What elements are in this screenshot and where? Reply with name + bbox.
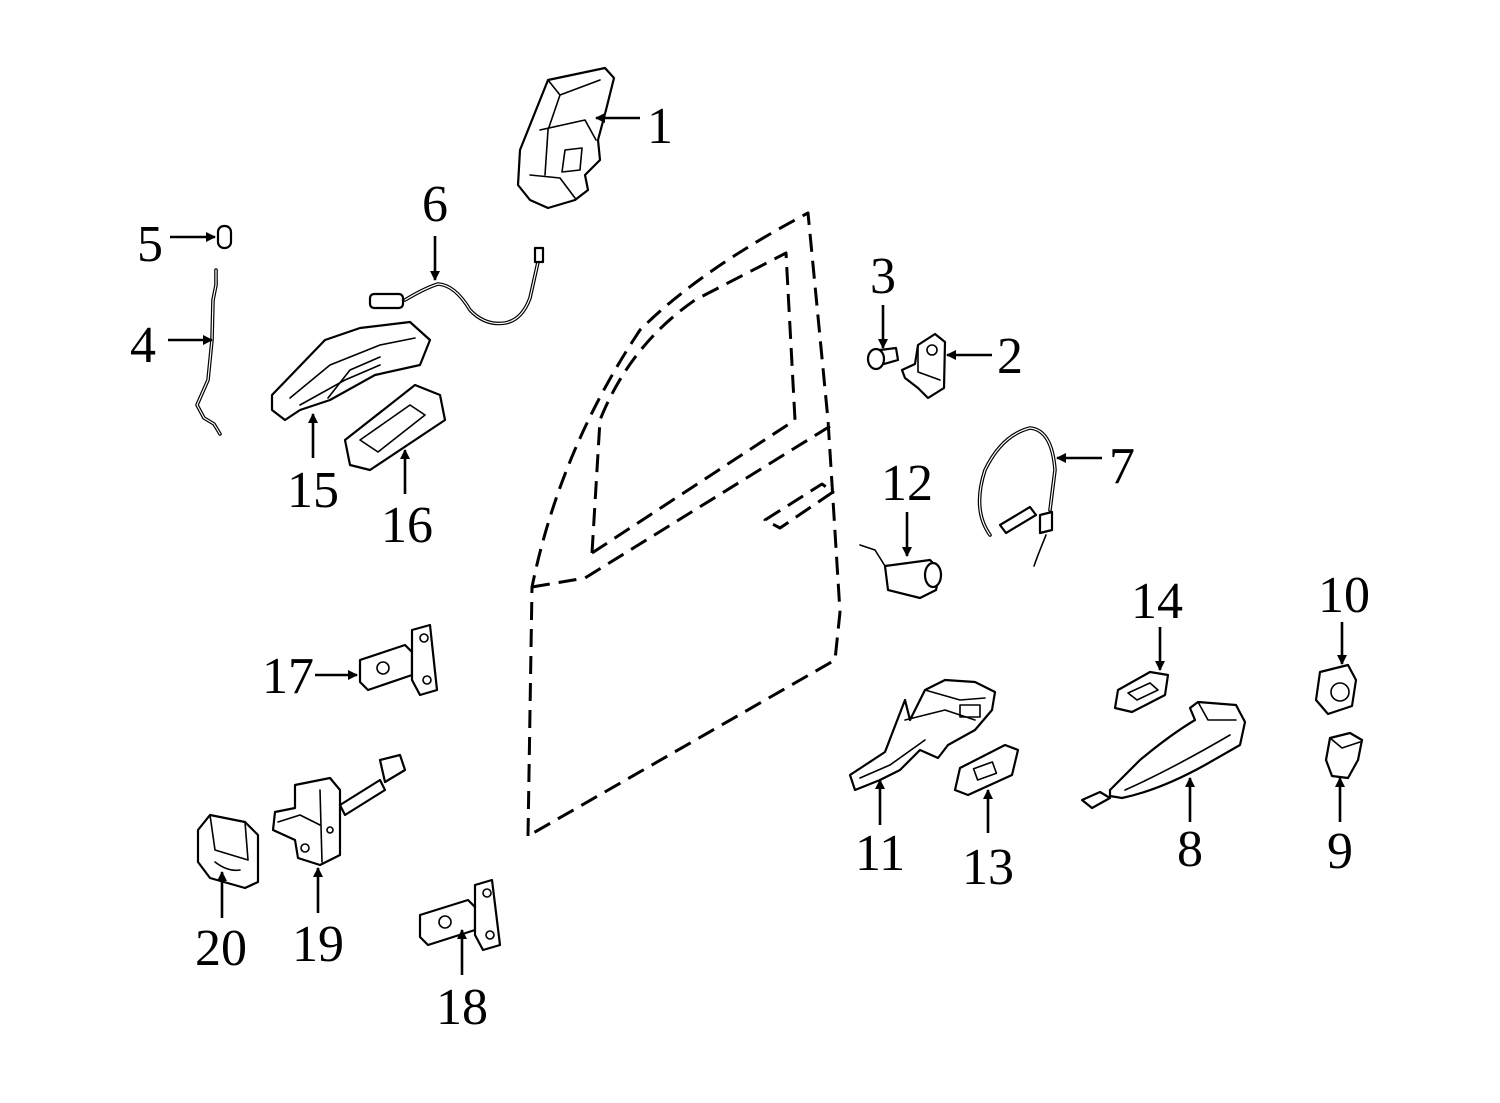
callout-2: 2 [997, 328, 1023, 385]
callout-4: 4 [130, 317, 156, 374]
callout-19: 19 [292, 916, 344, 973]
part-16-handle-bezel [343, 383, 447, 472]
callout-15: 15 [287, 462, 339, 519]
callout-7: 7 [1109, 438, 1135, 495]
callout-16: 16 [381, 497, 433, 554]
part-12-actuator [859, 544, 943, 600]
part-15-inside-handle [270, 320, 432, 422]
part-5-lock-knob [216, 224, 233, 250]
part-17-upper-hinge [358, 623, 439, 697]
part-10-lock-cylinder-cap [1314, 663, 1358, 716]
part-18-lower-hinge [418, 878, 502, 952]
callout-1: 1 [647, 98, 673, 155]
callout-18: 18 [436, 979, 488, 1036]
leader-lines [168, 113, 1347, 975]
part-4-lock-rod [195, 268, 222, 436]
callout-20: 20 [195, 920, 247, 977]
callout-5: 5 [137, 216, 163, 273]
callout-12: 12 [881, 455, 933, 512]
part-7-outside-handle-cable [977, 426, 1057, 567]
callout-9: 9 [1327, 823, 1353, 880]
part-20-striker [196, 813, 260, 890]
part-11-handle-carrier [848, 678, 997, 792]
part-13-cover-plate [953, 743, 1020, 797]
part-3-bolt [866, 346, 900, 371]
part-9-end-cap [1324, 731, 1364, 780]
part-2-bracket [900, 332, 947, 400]
callout-14: 14 [1131, 573, 1183, 630]
part-1-door-latch [516, 66, 616, 210]
part-19-door-check [271, 753, 407, 867]
callout-11: 11 [855, 825, 905, 882]
callout-3: 3 [870, 248, 896, 305]
part-14-gasket [1113, 670, 1170, 714]
callout-numbers: 1 2 3 4 5 6 7 8 9 10 11 12 13 14 15 16 1… [130, 98, 1370, 1036]
callout-17: 17 [262, 648, 314, 705]
door-outline [526, 211, 842, 838]
part-8-outside-handle [1080, 700, 1247, 810]
callout-10: 10 [1318, 567, 1370, 624]
callout-13: 13 [962, 839, 1014, 896]
callout-6: 6 [422, 176, 448, 233]
part-6-release-cable [368, 246, 545, 326]
callout-8: 8 [1177, 821, 1203, 878]
